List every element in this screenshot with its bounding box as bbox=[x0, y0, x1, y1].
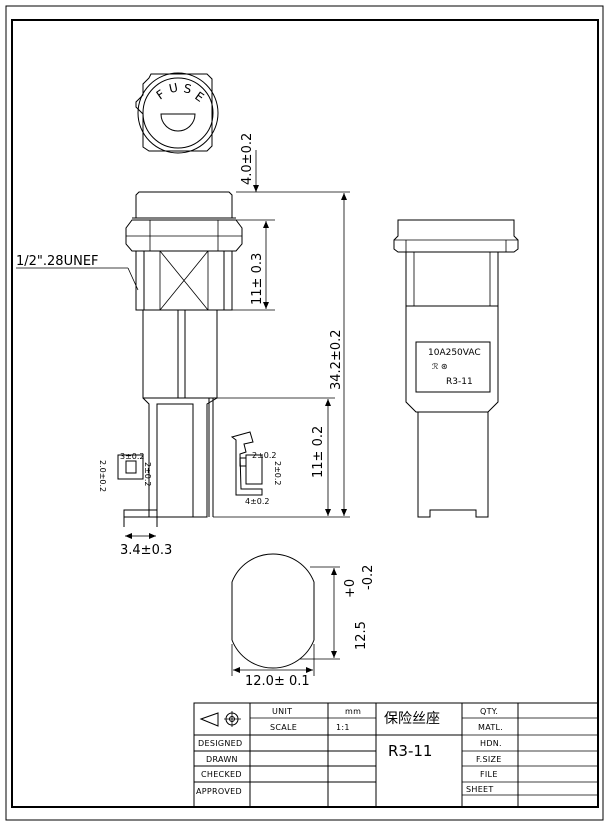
part-name-cn: 保险丝座 bbox=[384, 711, 440, 727]
designed-label: DESIGNED bbox=[198, 739, 242, 748]
fsize-label: F.SIZE bbox=[476, 755, 502, 764]
ul-mark: ℛ ⊛ bbox=[432, 362, 448, 371]
part-number: R3-11 bbox=[388, 742, 432, 760]
dim-thread-length: 11± 0.3 bbox=[232, 219, 275, 311]
dim-tab-width: 3.4±0.3 bbox=[120, 533, 172, 558]
unit-value: mm bbox=[345, 707, 361, 716]
diameter-tol-plus: +0 bbox=[343, 579, 358, 598]
dim-cap-height: 4.0±0.2 bbox=[236, 133, 350, 193]
terminal-dim-d: 2±0.2 bbox=[252, 451, 277, 460]
scale-label: SCALE bbox=[270, 723, 297, 732]
thread-spec-callout: 1/2".28UNEF bbox=[16, 254, 139, 291]
lower-length-label: 11± 0.2 bbox=[311, 426, 326, 478]
thread-length-label: 11± 0.3 bbox=[250, 253, 265, 305]
rating-label: 10A250VAC bbox=[428, 348, 481, 358]
diameter-tol-minus: -0.2 bbox=[361, 565, 376, 590]
qty-label: QTY. bbox=[480, 707, 498, 716]
flat-width-label: 12.0± 0.1 bbox=[245, 674, 310, 689]
dim-total-length: 34.2±0.2 bbox=[213, 193, 350, 518]
fuse-letter-u: U bbox=[168, 80, 180, 96]
fuse-letters: F U S E bbox=[154, 80, 207, 104]
tab-width-label: 3.4±0.3 bbox=[120, 543, 172, 558]
title-block: UNIT mm SCALE 1:1 保险丝座 R3-11 DESIGNED DR… bbox=[193, 702, 599, 808]
fuse-letter-s: S bbox=[182, 81, 192, 96]
fuse-letter-f: F bbox=[154, 87, 168, 102]
approved-label: APPROVED bbox=[196, 787, 242, 796]
sheet-label: SHEET bbox=[466, 785, 494, 794]
hdn-label: HDN. bbox=[480, 739, 502, 748]
matl-label: MATL. bbox=[478, 723, 503, 732]
terminal-dim-c: 2.0±0.2 bbox=[98, 460, 107, 492]
fuse-cap-top-view: F U S E bbox=[135, 72, 219, 154]
drawn-label: DRAWN bbox=[206, 755, 238, 764]
scale-value: 1:1 bbox=[336, 723, 350, 732]
terminal-dim-f: 4±0.2 bbox=[245, 497, 270, 506]
diameter-label: 12.5 bbox=[354, 621, 369, 650]
terminal-detail: 3±0.2 2±0.2 2.0±0.2 2±0.2 2±0.2 4±0.2 bbox=[98, 431, 282, 506]
holder-front-view bbox=[117, 191, 243, 527]
model-label: R3-11 bbox=[446, 377, 473, 387]
holder-bottom-view: 12.5 +0 -0.2 12.0± 0.1 bbox=[231, 553, 376, 689]
outer-border bbox=[5, 5, 604, 821]
dim-lower-length: 11± 0.2 bbox=[213, 397, 335, 516]
projection-symbol-icon bbox=[199, 711, 241, 727]
terminal-dim-b: 2±0.2 bbox=[143, 462, 152, 487]
thread-spec-label: 1/2".28UNEF bbox=[16, 254, 99, 269]
unit-label: UNIT bbox=[272, 707, 292, 716]
terminal-dim-e: 2±0.2 bbox=[273, 461, 282, 486]
checked-label: CHECKED bbox=[201, 770, 242, 779]
holder-side-view: 10A250VAC ℛ ⊛ R3-11 bbox=[393, 219, 519, 518]
fuse-letter-e: E bbox=[192, 89, 206, 105]
total-length-label: 34.2±0.2 bbox=[329, 329, 344, 390]
cap-height-label: 4.0±0.2 bbox=[240, 133, 255, 185]
file-label: FILE bbox=[480, 770, 498, 779]
terminal-dim-a: 3±0.2 bbox=[120, 452, 145, 461]
